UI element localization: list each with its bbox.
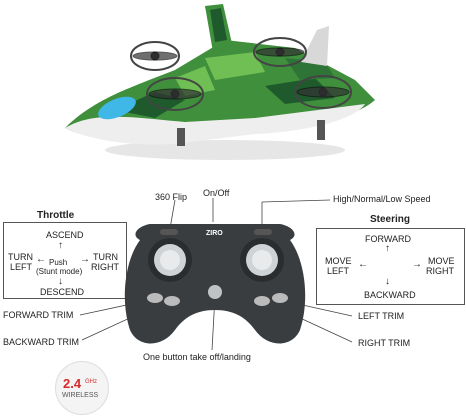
up-arrow-icon: ↑ <box>58 240 63 251</box>
onoff-label: On/Off <box>203 188 230 198</box>
move-left-arrow-icon: ← <box>358 259 368 270</box>
move-right-label-1: MOVE <box>428 256 455 266</box>
forward-label: FORWARD <box>365 234 411 244</box>
stunt-mode-label: (Stunt mode) <box>36 267 83 276</box>
forward-arrow-icon: ↑ <box>385 243 390 254</box>
push-label: Push <box>49 258 68 267</box>
down-arrow-icon: ↓ <box>58 276 63 287</box>
throttle-title: Throttle <box>37 210 75 221</box>
move-left-label-2: LEFT <box>327 266 350 276</box>
ascend-label: ASCEND <box>46 230 84 240</box>
descend-label: DESCEND <box>40 287 85 297</box>
left-arrow-icon: ← <box>36 254 46 265</box>
throttle-panel <box>3 222 127 299</box>
speed-label: High/Normal/Low Speed <box>333 194 431 204</box>
steering-title: Steering <box>370 214 411 225</box>
turn-left-label-2: LEFT <box>10 262 33 272</box>
badge-unit: GHz <box>85 379 97 385</box>
move-left-label-1: MOVE <box>325 256 352 266</box>
turn-right-label-1: TURN <box>93 252 118 262</box>
wireless-badge <box>55 361 109 415</box>
move-right-arrow-icon: → <box>412 259 422 270</box>
turn-right-label-2: RIGHT <box>91 262 119 272</box>
brand-label: ZIRO <box>206 230 223 237</box>
right-trim-label: RIGHT TRIM <box>358 338 411 348</box>
move-right-label-2: RIGHT <box>426 266 454 276</box>
backward-trim-label: BACKWARD TRIM <box>3 337 80 347</box>
forward-trim-label: FORWARD TRIM <box>3 310 74 320</box>
drone-illustration <box>65 4 375 160</box>
badge-text: WIRELESS <box>62 392 99 399</box>
badge-frequency: 2.4 <box>63 376 82 391</box>
right-arrow-icon: → <box>80 254 90 265</box>
steering-panel <box>316 228 465 305</box>
turn-left-label-1: TURN <box>8 252 33 262</box>
backward-label: BACKWARD <box>364 290 416 300</box>
left-trim-label: LEFT TRIM <box>358 311 405 321</box>
one-button-label: One button take off/landing <box>143 352 251 362</box>
flip-label: 360 Flip <box>155 192 188 202</box>
backward-arrow-icon: ↓ <box>385 276 390 287</box>
